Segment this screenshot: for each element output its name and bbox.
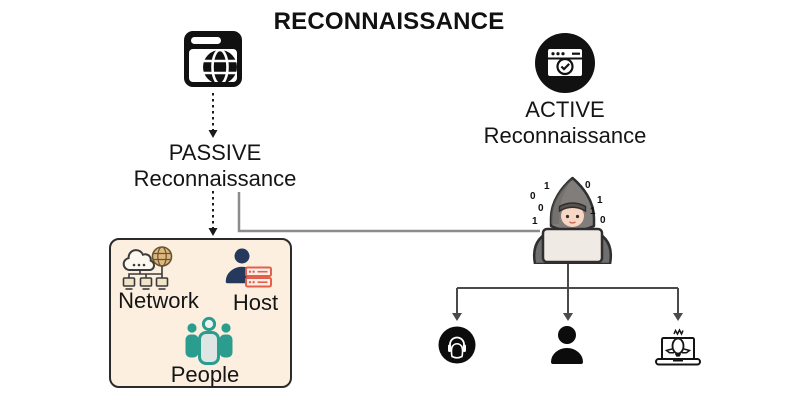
spy-laptop-icon bbox=[654, 325, 702, 370]
active-label-line1: ACTIVE bbox=[525, 97, 605, 122]
active-label-line2: Reconnaissance bbox=[483, 123, 647, 148]
person-silhouette-icon bbox=[549, 325, 585, 365]
active-reconnaissance-label: ACTIVE Reconnaissance bbox=[475, 97, 655, 149]
network-cloud-icon bbox=[119, 245, 177, 293]
passive-label-line1: PASSIVE bbox=[168, 140, 262, 165]
passive-reconnaissance-label: PASSIVE Reconnaissance bbox=[115, 140, 315, 192]
page-title: RECONNAISSANCE bbox=[273, 8, 505, 35]
headset-person-icon bbox=[438, 326, 476, 364]
binary-digit: 1 bbox=[532, 216, 538, 227]
hooded-hacker-laptop-icon bbox=[515, 174, 630, 264]
binary-digit: 1 bbox=[590, 206, 596, 217]
binary-digit: 1 bbox=[597, 195, 603, 206]
people-group-icon bbox=[183, 316, 235, 368]
browser-check-icon bbox=[534, 32, 596, 94]
binary-digit: 0 bbox=[530, 191, 536, 202]
network-label: Network bbox=[118, 288, 199, 313]
passive-targets-box: Network Host bbox=[109, 238, 292, 388]
host-server-icon bbox=[223, 248, 273, 290]
passive-label-line2: Reconnaissance bbox=[133, 166, 297, 191]
host-label: Host bbox=[232, 290, 279, 315]
browser-globe-icon bbox=[183, 30, 243, 88]
binary-digit: 0 bbox=[538, 203, 544, 214]
people-label: People bbox=[170, 362, 240, 387]
binary-digit: 0 bbox=[600, 215, 606, 226]
binary-digit: 1 bbox=[544, 181, 550, 192]
binary-digit: 0 bbox=[585, 180, 591, 191]
